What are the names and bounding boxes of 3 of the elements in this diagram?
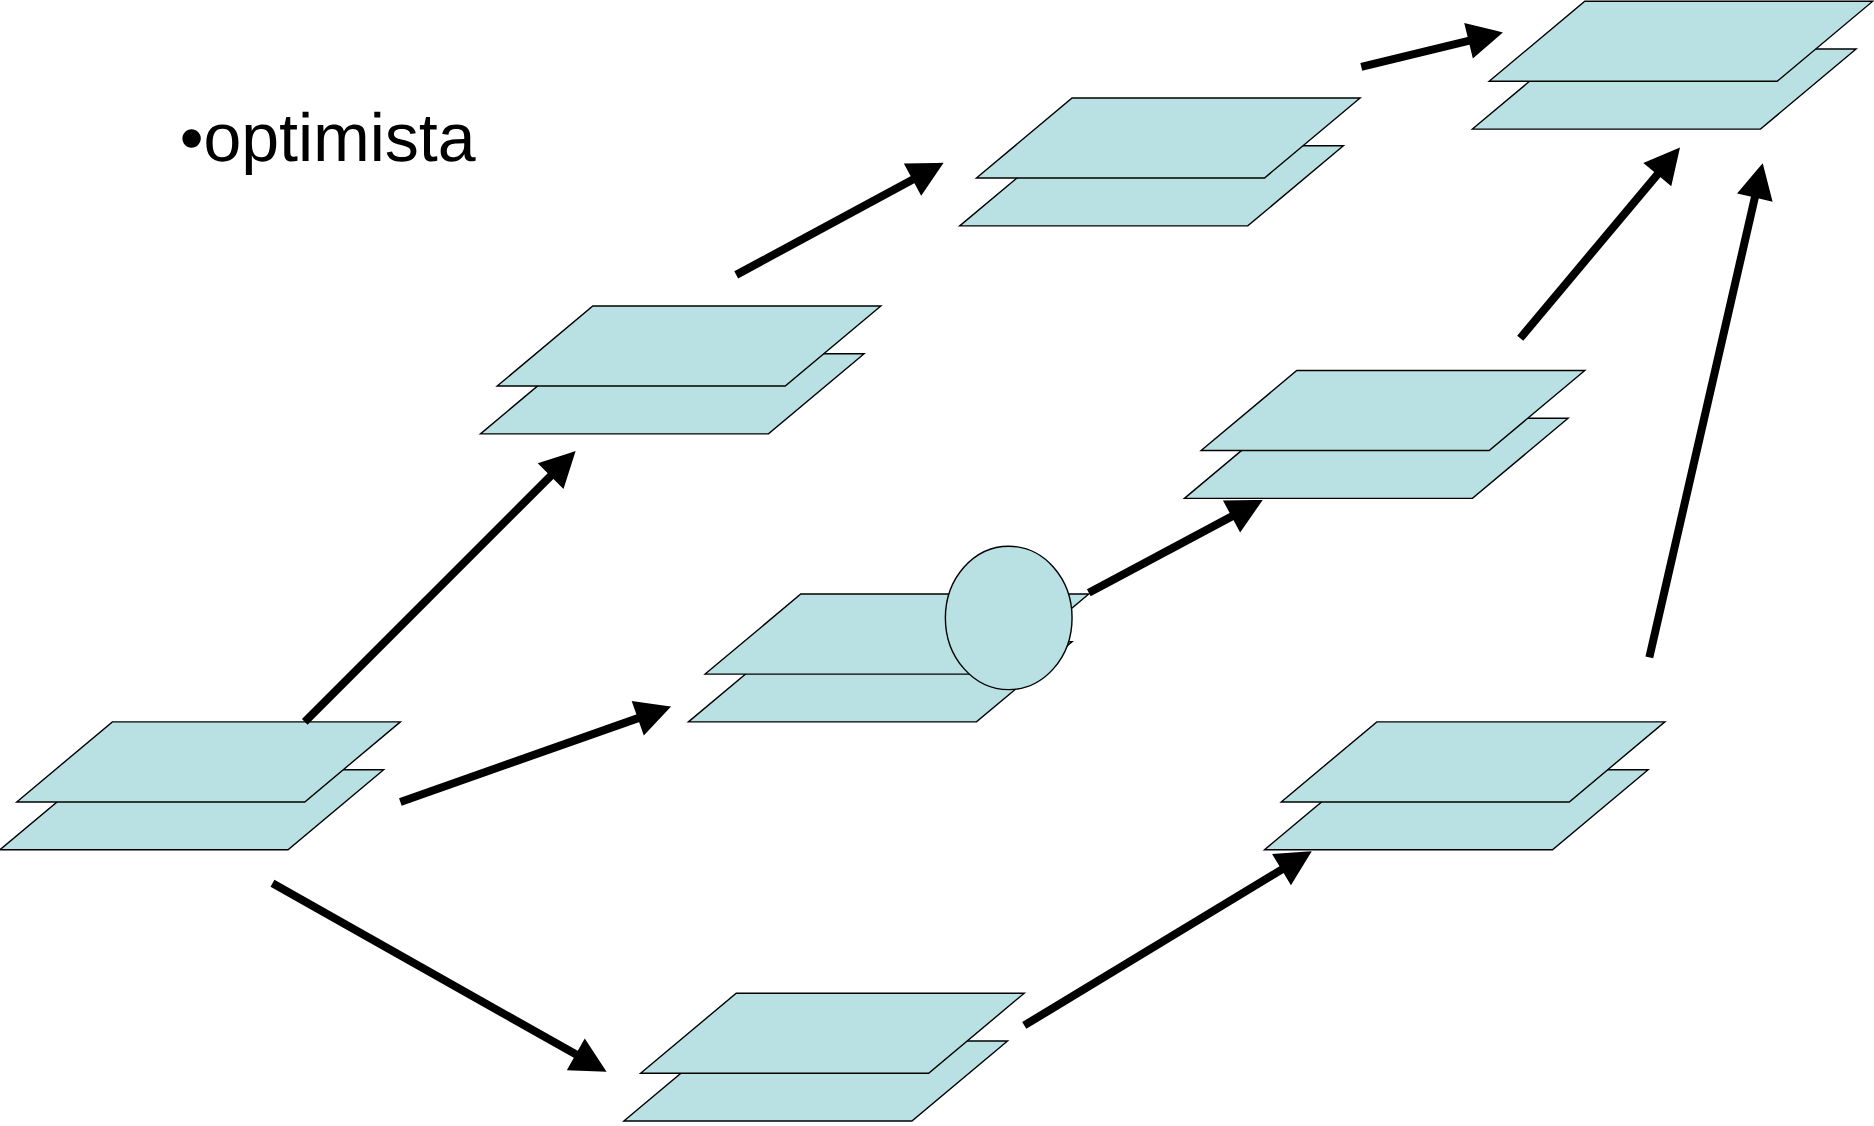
bullet-text: •optimista [182, 111, 476, 176]
circle [944, 545, 1073, 691]
stacked-planes-drawing [0, 721, 403, 851]
